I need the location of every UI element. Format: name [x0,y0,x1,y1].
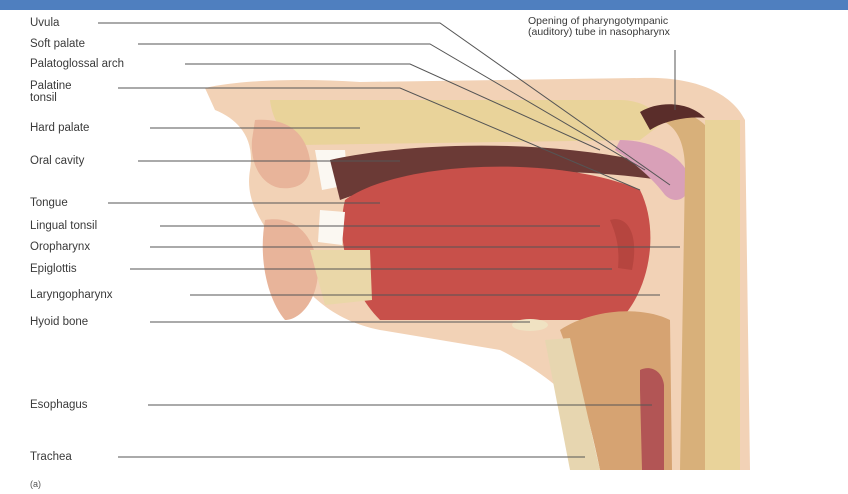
label-pharyngotympanic-opening: Opening of pharyngotympanic (auditory) t… [528,16,670,38]
label-epiglottis: Epiglottis [30,263,77,276]
label-uvula: Uvula [30,17,59,30]
esophagus-tube [640,368,664,470]
label-lingual-tonsil: Lingual tonsil [30,220,97,233]
cervical-vertebrae [705,120,740,470]
hard-palate-bone [270,100,660,145]
tongue-muscle [342,167,650,320]
label-oropharynx: Oropharynx [30,241,90,254]
label-hard-palate: Hard palate [30,122,89,135]
label-oral-cavity: Oral cavity [30,155,84,168]
panel-letter: (a) [30,478,41,491]
label-trachea: Trachea [30,451,72,464]
label-hyoid-bone: Hyoid bone [30,316,88,329]
hyoid-bone-shape [512,319,548,331]
label-tongue: Tongue [30,197,68,210]
label-soft-palate: Soft palate [30,38,85,51]
label-laryngopharynx: Laryngopharynx [30,289,112,302]
label-esophagus: Esophagus [30,399,88,412]
label-palatoglossal-arch: Palatoglossal arch [30,58,124,71]
label-palatine-tonsil: Palatine tonsil [30,80,72,104]
lower-teeth [318,210,345,245]
